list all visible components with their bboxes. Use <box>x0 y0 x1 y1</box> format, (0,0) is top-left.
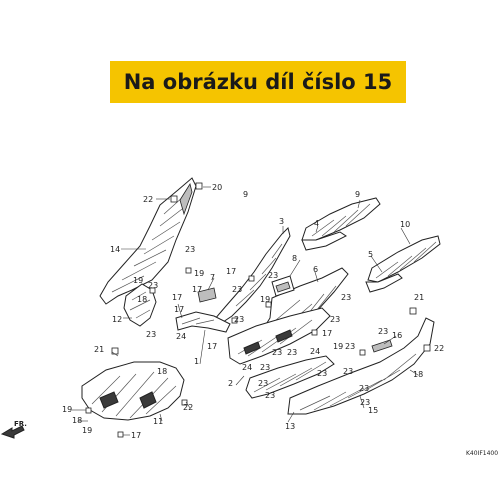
callout-9b: 9 <box>355 190 360 199</box>
callout-23q: 23 <box>359 384 369 393</box>
callout-23j: 23 <box>272 348 282 357</box>
callout-12: 12 <box>112 315 122 324</box>
callout-23k: 23 <box>287 348 297 357</box>
callout-9: 9 <box>243 190 248 199</box>
part-12-inner-bracket <box>123 283 157 327</box>
callout-23d: 23 <box>232 285 242 294</box>
callout-1: 1 <box>194 357 199 366</box>
callout-17c: 17 <box>192 285 202 294</box>
callout-23p: 23 <box>343 367 353 376</box>
callout-5: 5 <box>368 250 373 259</box>
callout-23i: 23 <box>146 330 156 339</box>
callout-17e: 17 <box>322 329 332 338</box>
callout-18: 18 <box>137 295 147 304</box>
callout-18e: 17 <box>131 431 141 440</box>
callout-19f: 19 <box>82 426 92 435</box>
callout-2: 2 <box>228 379 233 388</box>
callout-17f: 17 <box>207 342 217 351</box>
callout-19e: 19 <box>62 405 72 414</box>
callout-23r: 23 <box>265 391 275 400</box>
callout-19: 19 <box>194 269 204 278</box>
callout-23h: 23 <box>378 327 388 336</box>
callout-23m: 23 <box>260 363 270 372</box>
callout-23l: 23 <box>345 342 355 351</box>
part-10-right-trim <box>367 235 441 283</box>
callout-13: 13 <box>285 422 295 431</box>
front-direction-arrow: FR. <box>0 420 27 439</box>
callout-16: 16 <box>392 331 402 340</box>
direction-label: FR. <box>14 420 27 428</box>
part-11-under-cover <box>81 361 185 421</box>
callout-17: 17 <box>226 267 236 276</box>
callout-18b: 18 <box>157 367 167 376</box>
banner-text: Na obrázku díl číslo 15 <box>123 70 393 94</box>
callout-20b: 21 <box>414 293 424 302</box>
callout-22b: 22 <box>434 344 444 353</box>
callout-11: 11 <box>153 417 163 426</box>
callout-10: 10 <box>400 220 410 229</box>
callout-15: 15 <box>368 406 378 415</box>
drawing-code: K40IF1400 <box>466 450 498 457</box>
callout-7: 7 <box>210 273 215 282</box>
part-8-plate <box>271 275 295 297</box>
callout-21b: 22 <box>183 403 193 412</box>
callout-3: 3 <box>279 217 284 226</box>
callout-23g: 23 <box>330 315 340 324</box>
callout-4: 4 <box>314 219 319 228</box>
callout-18c: 18 <box>413 370 423 379</box>
callout-24c: 24 <box>242 363 252 372</box>
callout-23n: 23 <box>317 369 327 378</box>
callout-6: 6 <box>313 265 318 274</box>
part-15-side-cover <box>287 317 435 415</box>
callout-24: 24 <box>176 332 186 341</box>
callout-17d: 17 <box>174 305 184 314</box>
callout-23c: 23 <box>148 281 158 290</box>
part-1-long-bracket <box>175 311 231 333</box>
callout-23b: 23 <box>268 271 278 280</box>
callout-23e: 23 <box>341 293 351 302</box>
leader-lines <box>72 186 419 436</box>
callout-21: 21 <box>94 345 104 354</box>
callout-24b: 24 <box>310 347 320 356</box>
callout-23s: 23 <box>360 398 370 407</box>
callout-23: 23 <box>185 245 195 254</box>
callout-8: 8 <box>292 254 297 263</box>
callout-14: 14 <box>110 245 120 254</box>
callout-18d: 18 <box>72 416 82 425</box>
callout-19c: 19 <box>260 295 270 304</box>
part-5-trim-strip <box>365 273 403 293</box>
callout-19b: 19 <box>133 276 143 285</box>
part-16-bracket <box>371 339 393 353</box>
part-number-banner: Na obrázku díl číslo 15 <box>110 61 406 103</box>
callout-20: 20 <box>212 183 222 192</box>
callout-23f: 23 <box>234 315 244 324</box>
callout-22: 22 <box>143 195 153 204</box>
part-4-trim-strip <box>301 231 347 251</box>
part-13-side-cover <box>245 355 335 399</box>
part-14-front-side-cover <box>99 177 197 305</box>
callout-numbers: 22 20 9 14 3 4 9 10 5 23 19 7 17 8 6 23 … <box>62 183 444 440</box>
fasteners <box>85 182 431 438</box>
callout-17b: 17 <box>172 293 182 302</box>
callout-19d: 19 <box>333 342 343 351</box>
callout-23o: 23 <box>258 379 268 388</box>
